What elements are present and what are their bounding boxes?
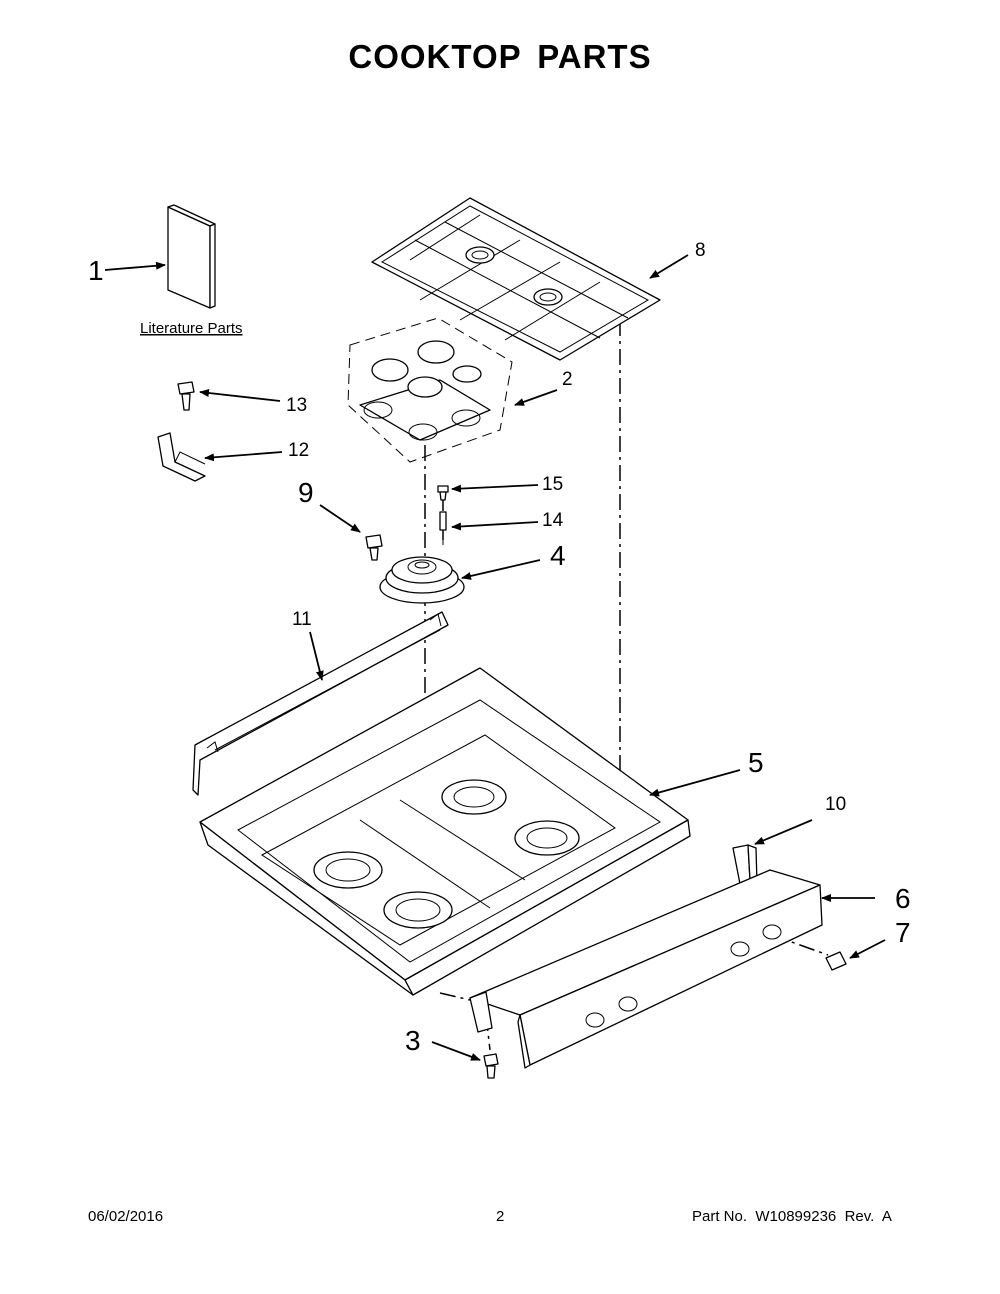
control-knob-7	[825, 951, 847, 971]
screw-15	[437, 485, 449, 501]
screw-13	[177, 381, 195, 411]
rear-strip-11	[192, 611, 449, 796]
callout-9: 9	[298, 477, 314, 508]
callout-2: 2	[562, 369, 573, 390]
burner-base-4	[379, 556, 465, 604]
callout-10: 10	[825, 794, 846, 815]
literature-parts-booklet: Literature Parts	[140, 204, 243, 337]
callout-11: 11	[292, 609, 312, 630]
callout-12: 12	[288, 440, 309, 461]
screw-3	[483, 1053, 499, 1079]
callout-13: 13	[286, 395, 307, 416]
cooktop-grate	[371, 197, 661, 361]
spark-electrode-14	[439, 511, 447, 545]
callout-14: 14	[542, 510, 564, 531]
callout-8: 8	[695, 240, 706, 261]
callout-15: 15	[542, 474, 563, 495]
bracket-12	[157, 432, 206, 482]
screw-9	[365, 534, 383, 561]
callout-6: 6	[895, 883, 911, 914]
callout-7: 7	[895, 917, 911, 948]
control-panel-6	[469, 869, 823, 1069]
literature-parts-label: Literature Parts	[140, 320, 243, 337]
footer-page-number: 2	[496, 1208, 505, 1225]
callout-3: 3	[405, 1025, 421, 1056]
footer-date: 06/02/2016	[88, 1208, 164, 1225]
cooktop-main-5	[199, 667, 691, 996]
burner-caps-kit	[347, 317, 513, 463]
callout-4: 4	[550, 540, 566, 571]
callout-arrows	[104, 254, 886, 1061]
callout-5: 5	[748, 747, 764, 778]
callout-labels: 1 8 2 13 12 15 9 14 4 11 5 10 6 7 3	[88, 240, 911, 1056]
footer-part-number: Part No. W10899236 Rev. A	[692, 1208, 892, 1225]
callout-1: 1	[88, 255, 104, 286]
page-title: COOKTOP PARTS	[348, 38, 652, 75]
